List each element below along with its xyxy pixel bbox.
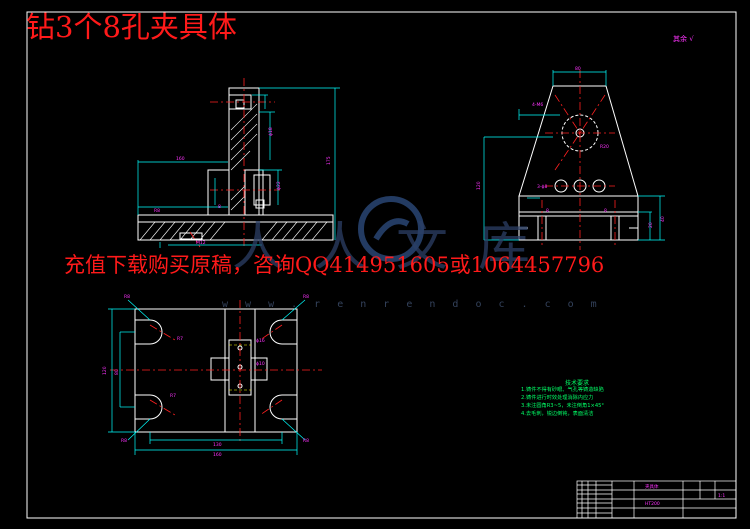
top-view-center-lines <box>110 300 322 442</box>
svg-text:R7: R7 <box>170 393 176 399</box>
svg-text:20: 20 <box>648 222 654 228</box>
svg-text:R8: R8 <box>121 438 127 444</box>
svg-text:ɸ22: ɸ22 <box>276 181 282 190</box>
drawing-title: 钻3个8孔夹具体 <box>26 10 237 44</box>
front-view-center-lines <box>189 78 280 248</box>
svg-text:ɸ16: ɸ16 <box>256 338 265 344</box>
promo-banner: 充值下载购买原稿，咨询QQ414951605或1064457796 <box>64 253 605 277</box>
tech-requirement-line: 1.铸件不得有砂眼、气孔等铸造缺陷 <box>521 387 604 393</box>
svg-text:160: 160 <box>176 156 185 162</box>
side-view-dim-labels: 80 120 40 20 4-M6 R20 3-ɸ8 8 8 <box>476 66 666 228</box>
tech-requirements-list: 1.铸件不得有砂眼、气孔等铸造缺陷 2.铸件进行时效处理消除内应力 3.未注圆角… <box>521 386 604 418</box>
svg-text:8: 8 <box>218 204 221 210</box>
svg-text:M12: M12 <box>196 240 206 246</box>
title-block <box>576 480 737 519</box>
title-block-scale: 1:1 <box>718 493 725 499</box>
watermark-text: 人人文库 <box>232 218 561 278</box>
svg-text:80: 80 <box>114 369 120 375</box>
svg-text:8: 8 <box>604 208 607 214</box>
tech-requirements-title: 技术要求 <box>565 380 590 387</box>
tech-requirement-line: 2.铸件进行时效处理消除内应力 <box>521 395 594 401</box>
front-view-dim-labels: 160 175 ɸ18 ɸ22 R8 8 M12 <box>154 127 332 246</box>
svg-text:160: 160 <box>213 452 222 458</box>
svg-text:R8: R8 <box>154 208 160 214</box>
watermark-url: w w w . r e n r e n d o c . c o m <box>222 299 603 310</box>
watermark-logo <box>358 196 424 262</box>
svg-text:R8: R8 <box>303 438 309 444</box>
svg-text:3-ɸ8: 3-ɸ8 <box>537 184 547 190</box>
svg-text:4-M6: 4-M6 <box>532 102 543 108</box>
svg-text:8: 8 <box>546 208 549 214</box>
svg-text:80: 80 <box>575 66 581 72</box>
side-view-center-lines <box>541 70 616 250</box>
svg-text:ɸ10: ɸ10 <box>256 361 265 367</box>
svg-text:R8: R8 <box>124 294 130 300</box>
svg-text:ɸ18: ɸ18 <box>268 127 274 136</box>
title-block-name: 夹具体 <box>645 483 659 490</box>
svg-text:R7: R7 <box>177 336 183 342</box>
front-view-dimensions <box>137 87 340 248</box>
surface-finish-mark: 其余 √ <box>673 35 694 43</box>
title-block-text: 夹具体 HT200 1:1 <box>645 483 725 507</box>
svg-text:R8: R8 <box>303 294 309 300</box>
side-view-dimensions <box>483 70 665 241</box>
tech-requirement-line: 3.未注圆角R3~5，未注倒角1×45° <box>521 403 605 409</box>
top-view-dim-labels: 120 80 160 130 R8 R8 R8 R8 R7 R7 ɸ16 ɸ10 <box>102 294 309 458</box>
svg-text:120: 120 <box>476 181 482 190</box>
drawing-border <box>26 11 737 519</box>
svg-text:120: 120 <box>102 366 108 375</box>
svg-text:R20: R20 <box>600 144 609 150</box>
svg-text:40: 40 <box>660 216 666 222</box>
title-block-material: HT200 <box>645 501 660 507</box>
top-view <box>134 308 298 433</box>
tech-requirement-line: 4.去毛刺，锐边倒钝，表面清洁 <box>521 411 594 417</box>
svg-text:130: 130 <box>213 442 222 448</box>
svg-text:175: 175 <box>326 156 332 165</box>
top-view-dimensions <box>108 299 306 455</box>
